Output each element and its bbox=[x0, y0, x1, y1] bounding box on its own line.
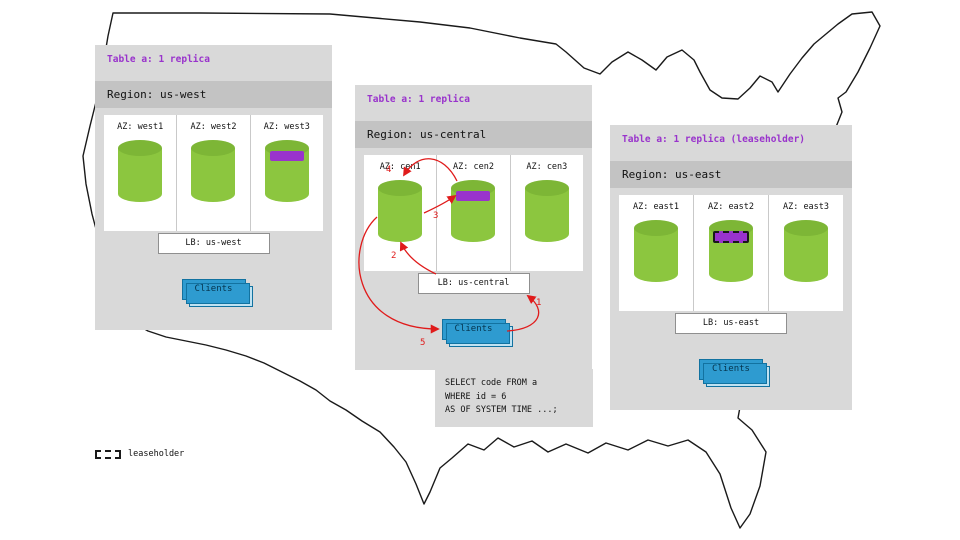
database-cylinder-icon bbox=[633, 219, 679, 283]
database-cylinder-icon bbox=[264, 139, 310, 203]
clients-box: Clients bbox=[181, 279, 253, 307]
database-cylinder-icon bbox=[524, 179, 570, 243]
replica-highlight bbox=[456, 191, 491, 201]
az-label: AZ: cen3 bbox=[526, 162, 568, 172]
az-column-cen2: AZ: cen2 bbox=[436, 155, 509, 271]
az-container: AZ: east1 AZ: east2 AZ: east3 bbox=[619, 195, 843, 311]
az-column-east1: AZ: east1 bbox=[619, 195, 693, 311]
az-column-cen1: AZ: cen1 bbox=[364, 155, 436, 271]
az-container: AZ: cen1 AZ: cen2 AZ: cen3 bbox=[364, 155, 583, 271]
sql-line: SELECT code FROM a bbox=[445, 378, 538, 388]
load-balancer-box: LB: us-east bbox=[675, 313, 787, 334]
legend: leaseholder bbox=[95, 449, 184, 459]
database-cylinder-icon bbox=[450, 179, 496, 243]
region-panel-us-east: Table a: 1 replica (leaseholder) Region:… bbox=[610, 125, 852, 410]
az-label: AZ: cen1 bbox=[379, 162, 421, 172]
database-cylinder-icon bbox=[708, 219, 754, 283]
az-label: AZ: east1 bbox=[632, 202, 680, 212]
az-column-east3: AZ: east3 bbox=[768, 195, 843, 311]
table-replica-label: Table a: 1 replica (leaseholder) bbox=[622, 134, 806, 145]
database-cylinder-icon bbox=[190, 139, 236, 203]
clients-box: Clients bbox=[441, 319, 513, 347]
leaseholder-legend-swatch bbox=[95, 449, 121, 459]
az-label: AZ: west3 bbox=[263, 122, 310, 132]
az-label: AZ: cen2 bbox=[453, 162, 494, 172]
region-title: Region: us-central bbox=[355, 121, 592, 148]
load-balancer-box: LB: us-central bbox=[417, 273, 530, 294]
region-panel-us-central: Table a: 1 replica Region: us-central AZ… bbox=[355, 85, 592, 370]
replica-highlight bbox=[269, 151, 304, 161]
table-replica-label: Table a: 1 replica bbox=[107, 54, 210, 65]
region-title: Region: us-west bbox=[95, 81, 332, 108]
legend-label: leaseholder bbox=[128, 449, 185, 459]
az-column-west1: AZ: west1 bbox=[104, 115, 176, 231]
az-column-cen3: AZ: cen3 bbox=[509, 155, 583, 271]
table-replica-label: Table a: 1 replica bbox=[367, 94, 470, 105]
load-balancer-box: LB: us-west bbox=[157, 233, 270, 254]
az-column-west2: AZ: west2 bbox=[176, 115, 249, 231]
sql-line: WHERE id = 6 bbox=[445, 391, 507, 402]
region-title: Region: us-east bbox=[610, 161, 852, 188]
region-panel-us-west: Table a: 1 replica Region: us-west AZ: w… bbox=[95, 45, 332, 330]
az-column-east2: AZ: east2 bbox=[693, 195, 768, 311]
sql-query-box: SELECT code FROM a WHERE id = 6 AS OF SY… bbox=[435, 369, 593, 427]
database-cylinder-icon bbox=[783, 219, 829, 283]
az-container: AZ: west1 AZ: west2 AZ: west3 bbox=[104, 115, 323, 231]
az-column-west3: AZ: west3 bbox=[249, 115, 323, 231]
az-label: AZ: west2 bbox=[190, 122, 237, 132]
database-cylinder-icon bbox=[377, 179, 423, 243]
database-cylinder-icon bbox=[117, 139, 163, 203]
clients-box: Clients bbox=[699, 359, 770, 387]
sql-line: AS OF SYSTEM TIME ...; bbox=[445, 405, 558, 416]
az-label: AZ: west1 bbox=[117, 122, 164, 132]
leaseholder-replica-highlight bbox=[713, 231, 749, 243]
az-label: AZ: east2 bbox=[707, 202, 755, 212]
az-label: AZ: east3 bbox=[782, 202, 830, 212]
